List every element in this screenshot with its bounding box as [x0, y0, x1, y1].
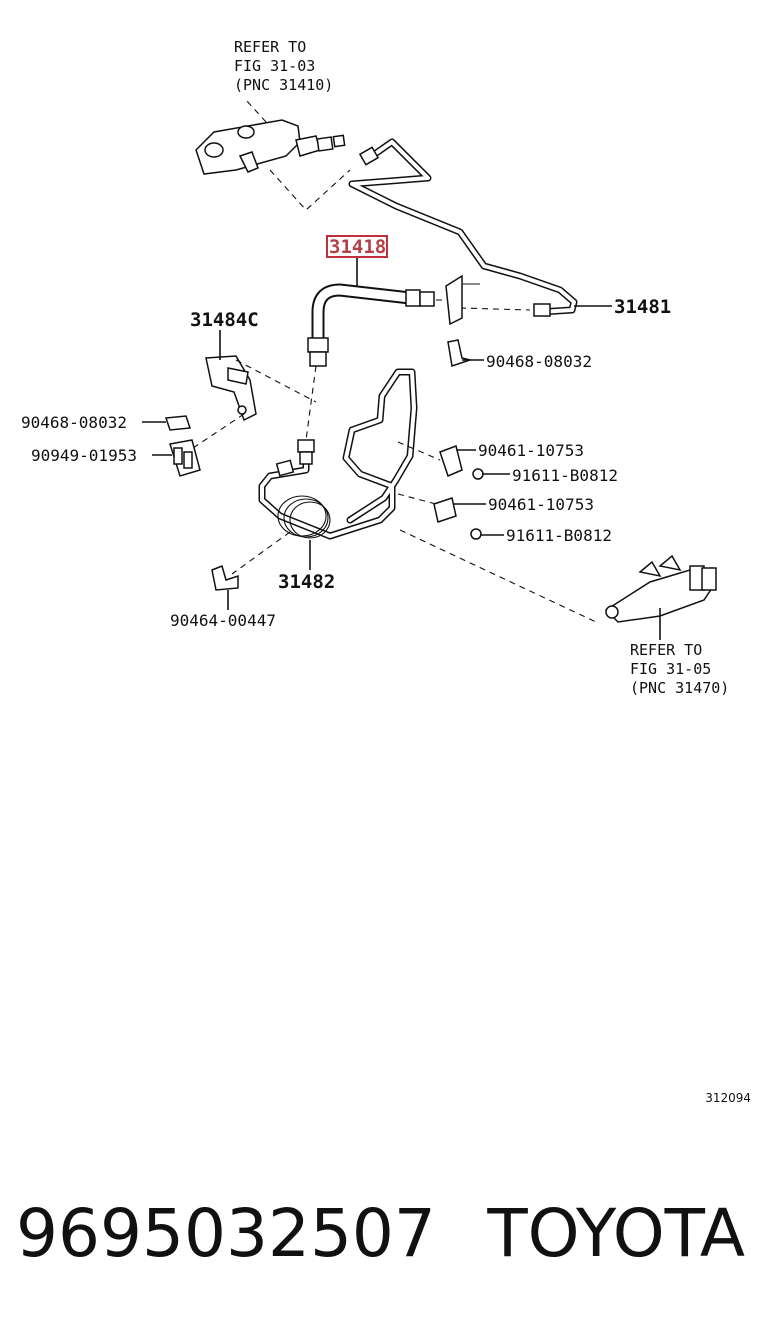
refer-top-line1: REFER TO	[234, 38, 306, 56]
clip-drawing-left	[164, 415, 192, 431]
figure-id: 312094	[705, 1091, 751, 1105]
refer-top-line3: (PNC 31410)	[234, 76, 333, 94]
label-31482[interactable]: 31482	[278, 571, 335, 593]
refer-bottom-line2: FIG 31-05	[630, 660, 711, 678]
label-31418[interactable]: 31418	[329, 236, 386, 258]
leader-hose-to-tube	[459, 307, 531, 311]
clamp-drawing-left	[169, 439, 201, 477]
leader-coil-to-clip	[231, 531, 291, 575]
refer-bottom-line1: REFER TO	[630, 641, 702, 659]
leader-bracket-to-clamp	[189, 413, 245, 451]
label-bolt-r1[interactable]: 91611-B0812	[512, 466, 618, 485]
clip-drawing-bottom	[211, 564, 239, 591]
leader-tube-to-slave	[399, 529, 597, 623]
label-bolt-r2[interactable]: 91611-B0812	[506, 526, 612, 545]
label-clamp-left[interactable]: 90949-01953	[31, 446, 137, 465]
leader-clamp2	[397, 493, 437, 505]
leader-master-to-bracket	[269, 169, 351, 211]
footer-brand: TOYOTA	[486, 1195, 745, 1272]
clutch-tube-31481	[348, 138, 578, 317]
refer-top-line2: FIG 31-03	[234, 57, 315, 75]
refer-bottom-line3: (PNC 31470)	[630, 679, 729, 697]
leader-bracket-to-pipe	[235, 359, 317, 403]
clutch-tube-31482	[258, 368, 418, 540]
clutch-master-cylinder-drawing	[195, 119, 346, 175]
clip-drawing-right	[447, 339, 473, 367]
label-clip-left[interactable]: 90468-08032	[21, 413, 127, 432]
label-31484c[interactable]: 31484C	[190, 309, 259, 331]
clutch-release-cylinder-drawing	[604, 554, 717, 623]
clutch-flexible-hose-31418	[307, 283, 435, 367]
clamp-drawing-r1	[439, 445, 484, 480]
label-clamp-r2[interactable]: 90461-10753	[488, 495, 594, 514]
hose-bracket-drawing	[445, 274, 480, 326]
label-clip-right-top[interactable]: 90468-08032	[486, 352, 592, 371]
label-clamp-r1[interactable]: 90461-10753	[478, 441, 584, 460]
clamp-drawing-r2	[433, 497, 482, 540]
bracket-31484c-drawing	[205, 355, 257, 422]
footer-part-number: 9695032507	[16, 1195, 436, 1272]
highlight-box	[326, 235, 388, 258]
leader-clamp1	[397, 441, 441, 461]
leader-hose-down	[305, 365, 317, 441]
label-31481[interactable]: 31481	[614, 296, 671, 318]
leader-refer-top	[245, 99, 267, 123]
label-clip-bottom[interactable]: 90464-00447	[170, 611, 276, 630]
